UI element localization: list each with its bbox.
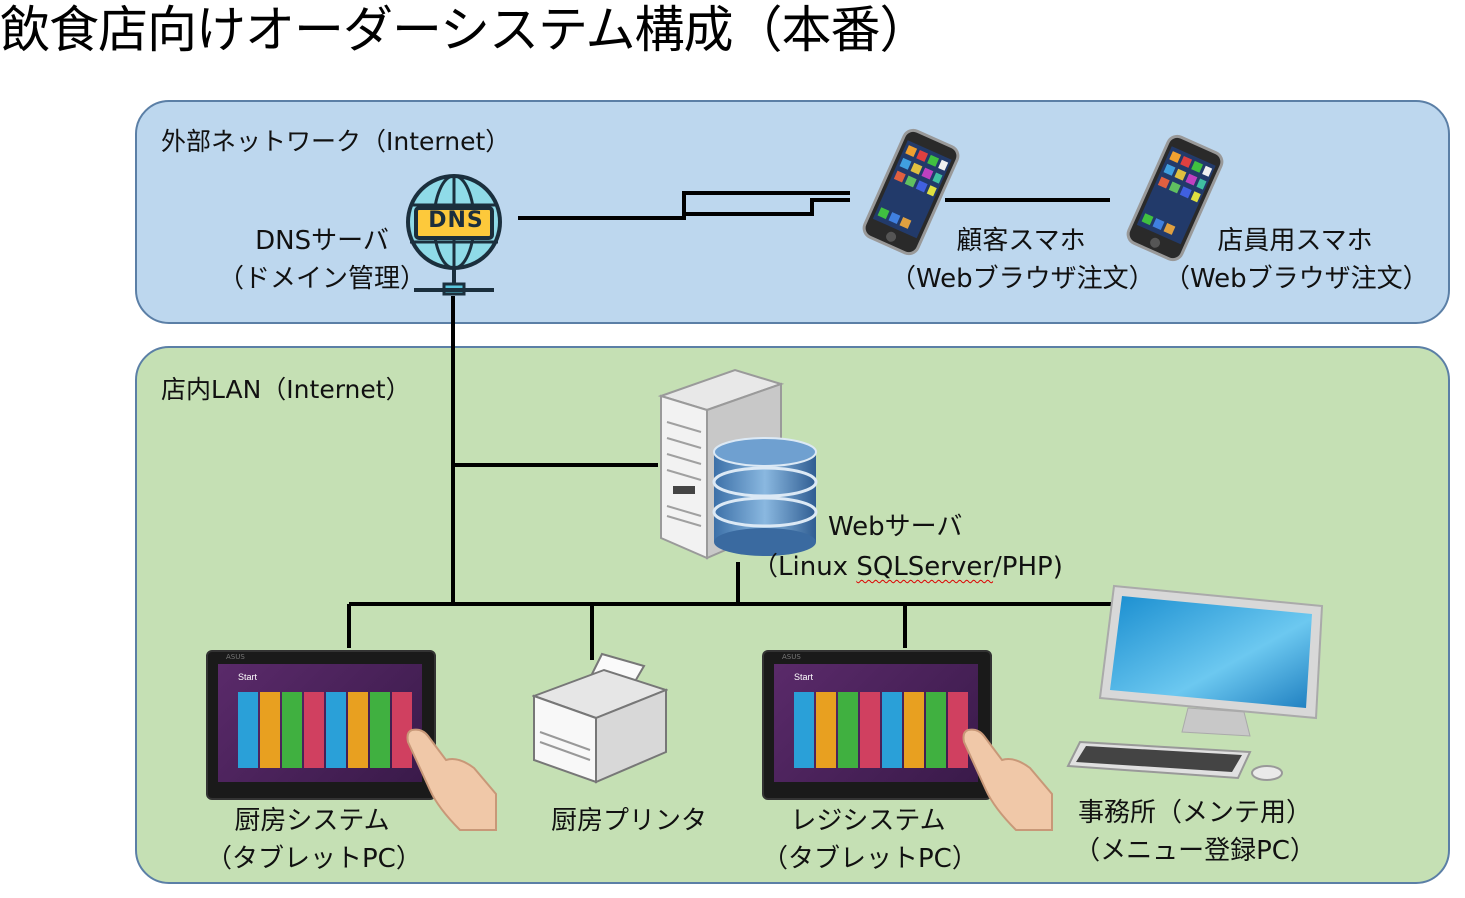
dns-server-label: DNSサーバ （ドメイン管理） xyxy=(218,222,426,298)
office-pc-label: 事務所（メンテ用） （メニュー登録PC） xyxy=(1060,794,1330,870)
staff-phone-name: 店員用スマホ xyxy=(1217,226,1373,256)
smartphone-icon xyxy=(862,128,960,256)
register-system-label: レジシステム （タブレットPC） xyxy=(762,802,978,878)
tablet-icon: Start ASUS xyxy=(762,650,992,800)
kitchen-system-label: 厨房システム （タブレットPC） xyxy=(206,802,422,878)
tablet-start-label: Start xyxy=(238,672,258,682)
globe-icon xyxy=(406,174,502,296)
customer-phone-name: 顧客スマホ xyxy=(956,226,1086,256)
tablet-brand: ASUS xyxy=(782,653,801,661)
kitchen-system-role: （タブレットPC） xyxy=(206,844,422,874)
web-server-stack-db: SQLServer xyxy=(856,552,994,582)
office-pc-role: （メニュー登録PC） xyxy=(1074,836,1316,866)
web-server-stack-os: （Linux xyxy=(752,552,857,582)
web-server-stack-lang: /PHP) xyxy=(993,552,1063,582)
tablet-brand: ASUS xyxy=(226,653,245,661)
kitchen-system-name: 厨房システム xyxy=(234,806,390,836)
office-pc-name: 事務所（メンテ用） xyxy=(1077,798,1312,828)
mouse-icon xyxy=(1251,765,1283,781)
keyboard-icon xyxy=(1066,740,1252,780)
database-icon xyxy=(712,437,818,556)
monitor-icon xyxy=(1098,584,1324,737)
register-system-name: レジシステム xyxy=(790,806,946,836)
store-lan-label: 店内LAN（Internet） xyxy=(161,375,411,404)
dns-badge-text: DNS xyxy=(428,208,484,233)
smartphone-icon xyxy=(1126,134,1224,262)
customer-phone-label: 顧客スマホ （Webブラウザ注文） xyxy=(890,222,1155,298)
external-network-label: 外部ネットワーク（Internet） xyxy=(161,127,511,156)
printer-icon xyxy=(532,652,668,784)
tablet-icon: Start ASUS xyxy=(206,650,436,800)
register-system-role: （タブレットPC） xyxy=(762,844,978,874)
page-title: 飲食店向けオーダーシステム構成（本番） xyxy=(0,1,930,59)
tablet-start-label: Start xyxy=(794,672,814,682)
staff-phone-role: （Webブラウザ注文） xyxy=(1164,264,1429,294)
web-server-stack: （Linux SQLServer/PHP) xyxy=(752,548,1063,586)
dns-to-staff-phone-line xyxy=(518,198,850,220)
dns-server-role: （ドメイン管理） xyxy=(218,264,427,294)
web-server-name: Webサーバ xyxy=(828,512,963,542)
hand-icon xyxy=(962,728,1053,831)
kitchen-printer-label: 厨房プリンタ xyxy=(524,802,734,840)
hand-icon xyxy=(406,728,497,831)
customer-phone-role: （Webブラウザ注文） xyxy=(890,264,1155,294)
staff-phone-label: 店員用スマホ （Webブラウザ注文） xyxy=(1164,222,1429,298)
dns-server-name: DNSサーバ xyxy=(255,226,389,256)
kitchen-printer-name: 厨房プリンタ xyxy=(550,806,707,836)
